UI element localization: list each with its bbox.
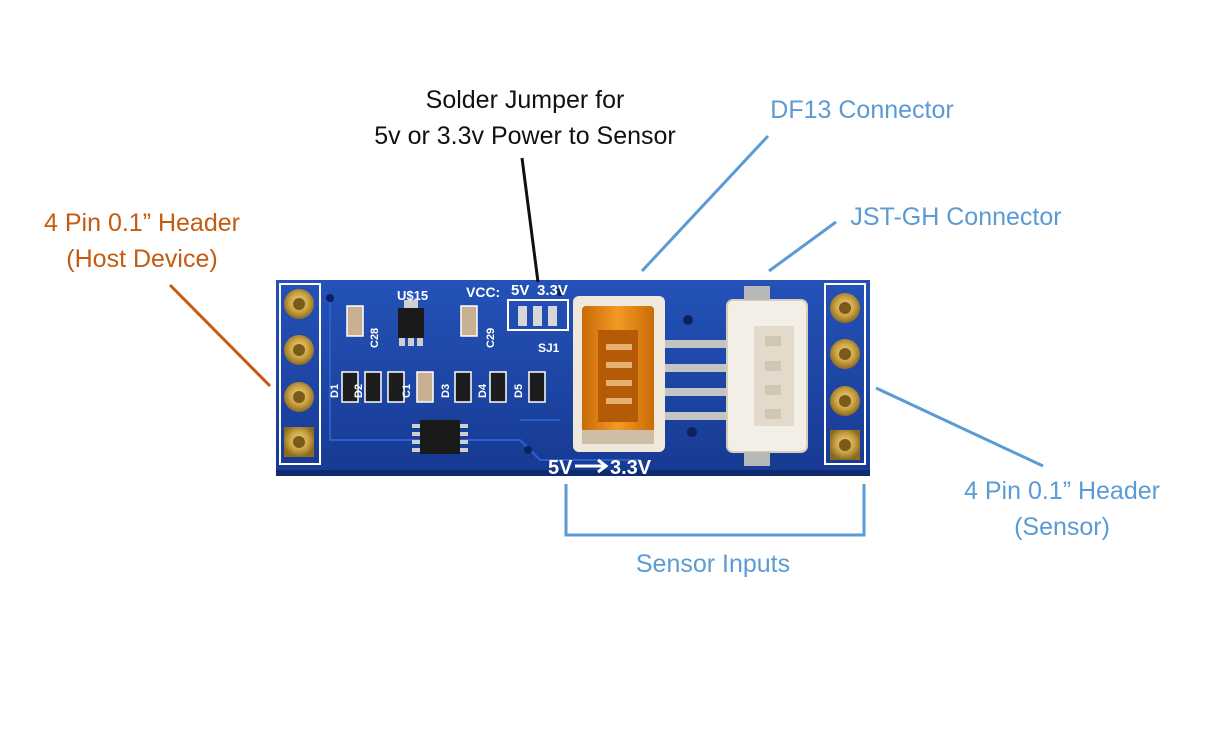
silk-conv-3v3: 3.3V xyxy=(610,457,652,479)
solder-jumper-label: Solder Jumper for 5v or 3.3v Power to Se… xyxy=(360,82,690,154)
silk-c28: C28 xyxy=(369,328,381,348)
silk-c29: C29 xyxy=(485,328,497,348)
host-header-label: 4 Pin 0.1” Header (Host Device) xyxy=(22,205,262,277)
sensor-header-label-line1: 4 Pin 0.1” Header xyxy=(964,477,1160,505)
sensor-inputs-bracket xyxy=(564,484,866,537)
connector-pins xyxy=(665,340,727,420)
sensor-header-label: 4 Pin 0.1” Header (Sensor) xyxy=(942,473,1182,545)
voltage-regulator xyxy=(398,300,424,346)
silk-d4: D4 xyxy=(477,383,489,398)
sensor-header-pins xyxy=(824,283,866,465)
host-header-label-line2: (Host Device) xyxy=(66,245,218,273)
silk-d2: D2 xyxy=(353,384,365,398)
silk-conversion-arrow xyxy=(575,458,609,474)
smd-component-row xyxy=(341,371,546,403)
silk-c1: C1 xyxy=(401,384,413,398)
solder-jumper-label-line1: Solder Jumper for xyxy=(425,86,625,114)
host-header-leader xyxy=(168,283,272,388)
capacitor-c29 xyxy=(460,305,478,337)
jst-gh-connector xyxy=(726,286,808,466)
df13-connector-label: DF13 Connector xyxy=(770,96,954,124)
silk-jumper-5v: 5V xyxy=(511,282,529,299)
jst-gh-connector-label: JST-GH Connector xyxy=(850,203,1062,231)
silk-sj1: SJ1 xyxy=(538,341,560,355)
soic-chip xyxy=(412,420,468,454)
host-header-pins xyxy=(279,283,321,465)
silk-vcc: VCC: xyxy=(466,284,500,300)
silk-u15: U$15 xyxy=(397,288,428,303)
solder-jumper-pads xyxy=(507,299,569,331)
silk-d3: D3 xyxy=(440,384,452,398)
silk-d5: D5 xyxy=(513,384,525,398)
sensor-inputs-label: Sensor Inputs xyxy=(635,550,791,578)
silk-d1: D1 xyxy=(329,384,341,398)
df13-leader xyxy=(640,134,770,273)
host-header-label-line1: 4 Pin 0.1” Header xyxy=(44,209,240,237)
jst-gh-leader xyxy=(768,220,837,273)
capacitor-c28 xyxy=(346,305,364,337)
solder-jumper-label-line2: 5v or 3.3v Power to Sensor xyxy=(374,122,676,150)
solder-jumper-leader xyxy=(520,157,540,283)
sensor-header-leader xyxy=(875,386,1044,468)
silk-jumper-3v3: 3.3V xyxy=(537,282,568,299)
df13-connector xyxy=(573,296,665,452)
silk-conv-5v: 5V xyxy=(548,457,573,479)
sensor-header-label-line2: (Sensor) xyxy=(1014,513,1110,541)
